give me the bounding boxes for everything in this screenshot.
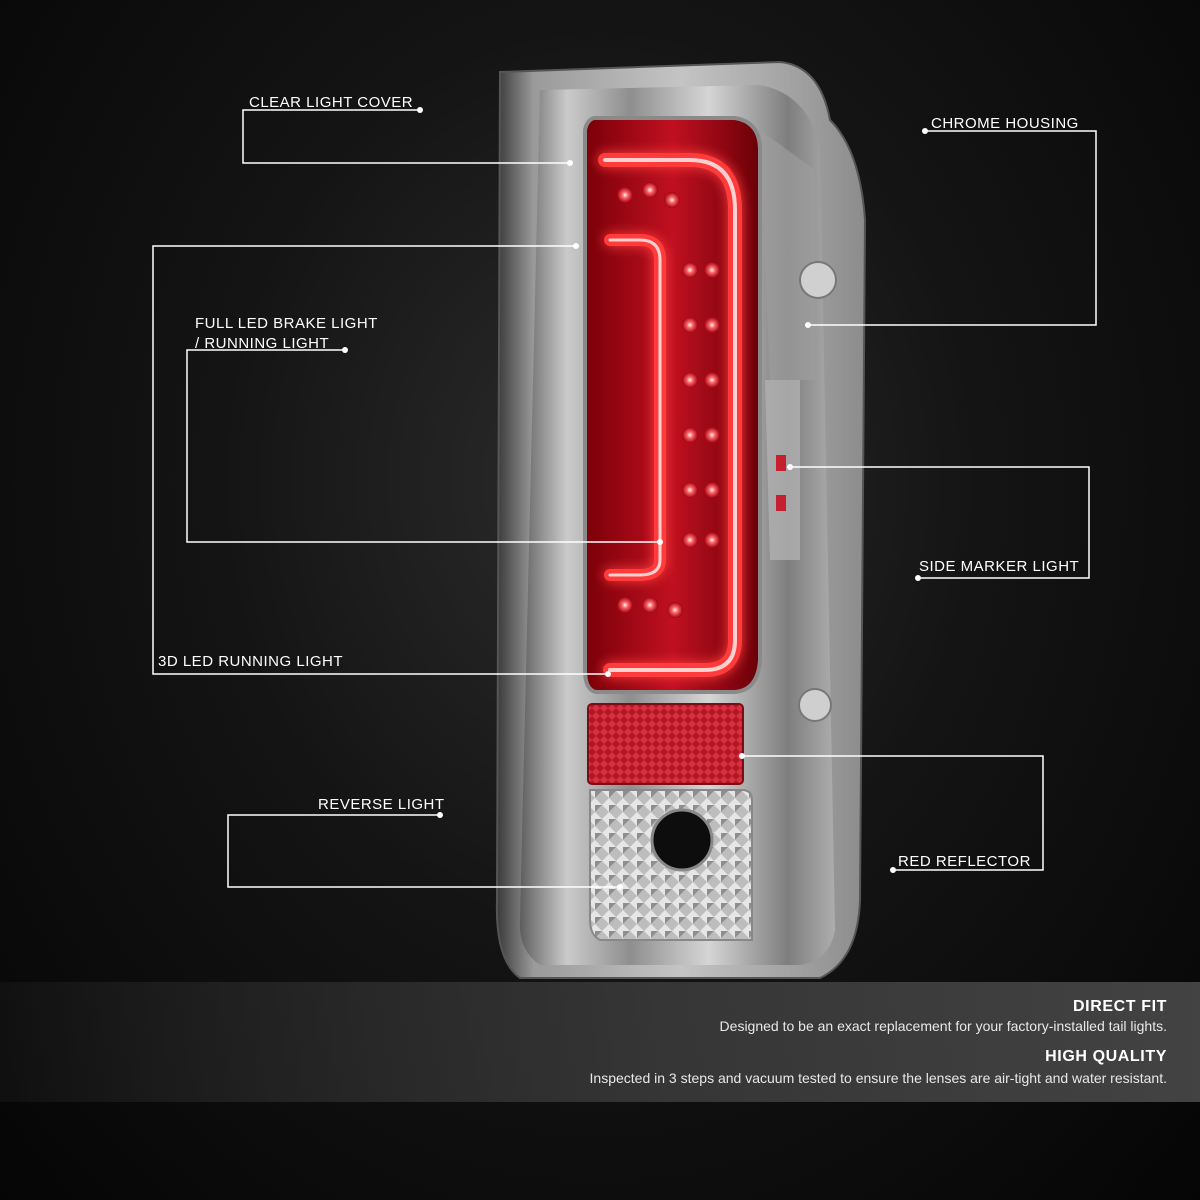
label-3d-led-running-light: 3D LED RUNNING LIGHT	[158, 653, 344, 670]
label-full-led-brake-line2: / RUNNING LIGHT	[195, 335, 330, 352]
reverse-light	[589, 789, 753, 941]
label-red-reflector: RED REFLECTOR	[898, 853, 1031, 870]
red-reflector-line	[742, 755, 1044, 871]
label-side-marker-light: SIDE MARKER LIGHT	[919, 558, 1080, 575]
clear-light-cover-line	[242, 109, 570, 164]
feature-desc-direct-fit: Designed to be an exact replacement for …	[719, 1018, 1167, 1034]
label-full-led-brake-line1: FULL LED BRAKE LIGHT	[195, 315, 378, 332]
callout-lines	[152, 109, 1097, 888]
label-clear-light-cover: CLEAR LIGHT COVER	[249, 94, 414, 111]
feature-title-high-quality: HIGH QUALITY	[1045, 1048, 1167, 1065]
feature-desc-high-quality: Inspected in 3 steps and vacuum tested t…	[589, 1070, 1167, 1086]
3d-led-running-line	[152, 245, 608, 675]
side-marker-line	[790, 466, 1090, 579]
led-chamber	[583, 116, 762, 694]
side-marker-light	[765, 380, 800, 560]
full-led-brake-line	[186, 349, 660, 543]
callout-dots	[342, 107, 928, 890]
feature-band: DIRECT FIT Designed to be an exact repla…	[0, 982, 1200, 1102]
reverse-light-line	[227, 814, 620, 888]
red-reflector	[587, 703, 744, 785]
label-chrome-housing: CHROME HOUSING	[931, 115, 1079, 132]
led-array	[617, 182, 720, 618]
feature-title-direct-fit: DIRECT FIT	[1073, 998, 1167, 1015]
chrome-housing-line	[808, 130, 1097, 326]
label-reverse-light: REVERSE LIGHT	[318, 796, 445, 813]
